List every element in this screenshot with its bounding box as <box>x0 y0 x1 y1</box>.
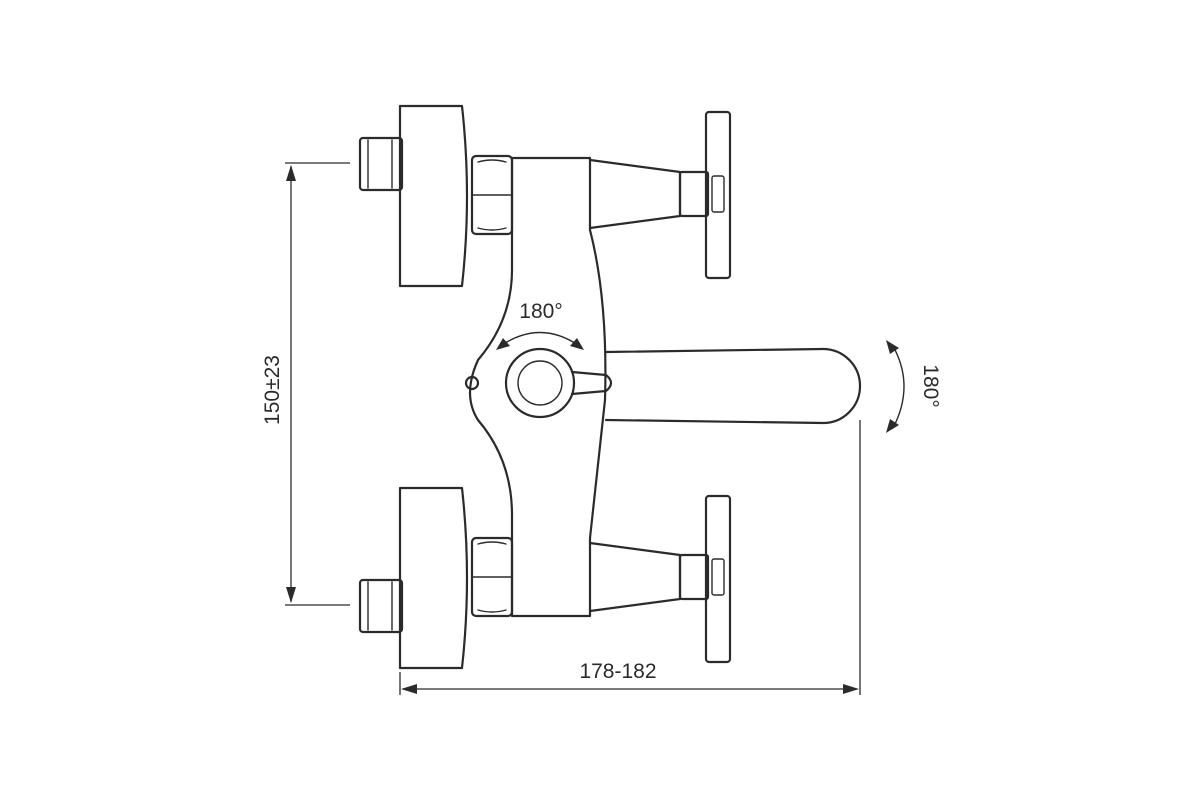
lever-rotation-label: 180° <box>519 300 562 323</box>
lower-union-nut <box>470 536 514 618</box>
height-dimension: 150±23 <box>261 162 350 606</box>
lower-valve-handle <box>588 494 732 664</box>
lever-handle <box>504 347 613 419</box>
lower-wall-connection <box>358 486 514 670</box>
mixer-body <box>464 156 607 618</box>
upper-eccentric-pipe <box>358 136 404 192</box>
width-dimension: 178-182 <box>399 420 861 695</box>
upper-valve-handle <box>588 110 732 280</box>
width-dimension-label: 178-182 <box>579 660 656 683</box>
upper-wall-rosette <box>398 104 469 288</box>
spout-rotation-label: 180° <box>919 364 942 407</box>
lever-rotation-indicator: 180° <box>496 300 584 350</box>
lower-wall-rosette <box>398 486 469 670</box>
spout-rotation-indicator: 180° <box>886 340 942 433</box>
height-dimension-label: 150±23 <box>261 355 284 425</box>
spout <box>604 347 862 425</box>
upper-wall-connection <box>358 104 514 288</box>
upper-union-nut <box>470 154 514 236</box>
lower-eccentric-pipe <box>358 578 404 634</box>
